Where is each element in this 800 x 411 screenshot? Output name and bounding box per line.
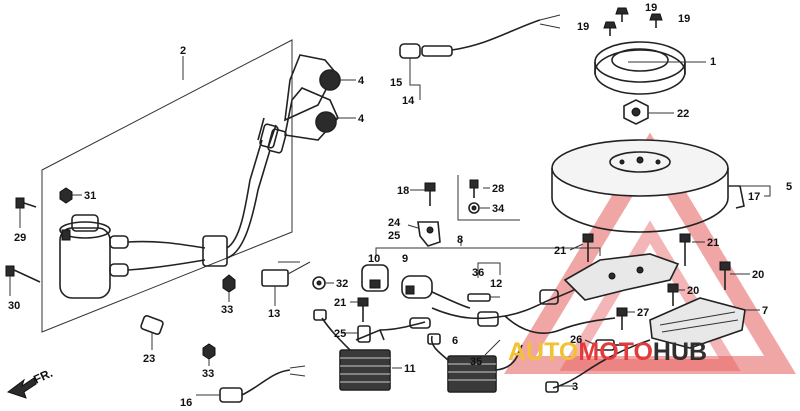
regulator-11	[313, 309, 391, 391]
stator-cover-1	[594, 41, 686, 95]
label-28: 28	[492, 183, 504, 195]
label-17: 17	[748, 191, 760, 203]
fuse-36	[467, 293, 500, 302]
label-4-upper: 4	[358, 75, 365, 87]
label-33-lower: 33	[202, 368, 214, 380]
label-24: 24	[388, 217, 401, 229]
label-22: 22	[677, 108, 689, 120]
bolt-20-mid	[667, 283, 679, 306]
pulser-coil-7	[649, 297, 746, 349]
svg-text:AUTOMOTOHUB: AUTOMOTOHUB	[508, 338, 707, 366]
label-23: 23	[143, 353, 155, 365]
nut-33-lower	[202, 343, 216, 360]
bolt-20-right	[719, 261, 731, 290]
label-36: 36	[472, 267, 484, 279]
label-1: 1	[710, 56, 716, 68]
leader-lines	[9, 56, 771, 396]
label-26: 26	[570, 334, 582, 346]
bolts-box-28-34	[457, 175, 520, 221]
spark-plug-cap-lower	[284, 87, 350, 141]
label-25-upper: 25	[388, 230, 400, 242]
bracket-line-8	[375, 247, 601, 258]
label-7: 7	[762, 305, 768, 317]
ignition-coil	[59, 117, 287, 299]
label-3: 3	[572, 381, 578, 393]
label-19-right: 19	[678, 13, 690, 25]
bracket-25-lower	[357, 325, 371, 343]
label-2: 2	[180, 45, 186, 57]
label-15: 15	[390, 77, 402, 89]
bolt-27	[616, 307, 628, 330]
bolt-19-top	[615, 7, 629, 22]
front-direction-label: FR.	[31, 366, 54, 387]
label-35: 35	[470, 356, 482, 368]
label-19-top: 19	[645, 2, 657, 14]
rectifier-6	[427, 333, 523, 393]
label-33-upper: 33	[221, 304, 233, 316]
label-10: 10	[368, 253, 380, 265]
part-labels: 2 4 4 31 29 30 33 13 32 23 33 16 15 14 1…	[8, 2, 792, 409]
component-9	[401, 275, 471, 309]
watermark-logo	[504, 132, 796, 374]
bolt-21-right-b	[679, 233, 691, 266]
watermark-part1: AUTO	[508, 338, 578, 366]
component-13	[261, 261, 311, 287]
bolt-30	[5, 265, 41, 283]
ignition-coil-panel	[41, 39, 293, 333]
label-12: 12	[490, 278, 502, 290]
label-27: 27	[637, 307, 649, 319]
bolt-19-right	[649, 13, 663, 28]
stator-12	[563, 253, 680, 301]
label-6: 6	[452, 335, 458, 347]
nut-31	[59, 187, 73, 204]
label-30: 30	[8, 300, 20, 312]
label-32: 32	[336, 278, 348, 290]
label-31: 31	[84, 190, 96, 202]
label-18: 18	[397, 185, 409, 197]
label-25-lower: 25	[334, 328, 346, 340]
label-20-right: 20	[752, 269, 764, 281]
nut-33-upper	[222, 274, 236, 293]
spark-plug-cap-upper	[284, 54, 350, 122]
label-8: 8	[457, 234, 463, 246]
bolt-21-right-a	[582, 233, 594, 262]
nut-22	[623, 99, 649, 125]
watermark-part2: MOTO	[578, 338, 653, 366]
bracket-24	[417, 221, 441, 247]
label-4-lower: 4	[358, 113, 365, 125]
label-16: 16	[180, 397, 192, 409]
label-14: 14	[402, 95, 415, 107]
flywheel-5	[551, 139, 745, 233]
component-10	[361, 264, 389, 292]
label-11: 11	[404, 363, 416, 375]
label-13: 13	[268, 308, 280, 320]
label-21-right-a: 21	[554, 245, 566, 257]
front-direction-indicator: FR.	[6, 366, 55, 399]
label-29: 29	[14, 232, 26, 244]
bolt-18	[424, 182, 436, 206]
label-34: 34	[492, 203, 505, 215]
label-5: 5	[786, 181, 792, 193]
bolt-19-left	[603, 21, 617, 36]
collar-23	[140, 315, 164, 335]
cable-14	[399, 14, 561, 59]
label-20-mid: 20	[687, 285, 699, 297]
label-9: 9	[402, 253, 408, 265]
bolt-29	[15, 197, 37, 209]
watermark-text: AUTOMOTOHUB	[508, 338, 707, 366]
washer-32	[312, 276, 326, 290]
label-21-mid: 21	[334, 297, 346, 309]
switch-16	[219, 365, 306, 403]
watermark-part3: HUB	[653, 338, 707, 366]
label-21-right-b: 21	[707, 237, 719, 249]
label-19-left: 19	[577, 21, 589, 33]
bolt-21-mid	[357, 297, 369, 322]
